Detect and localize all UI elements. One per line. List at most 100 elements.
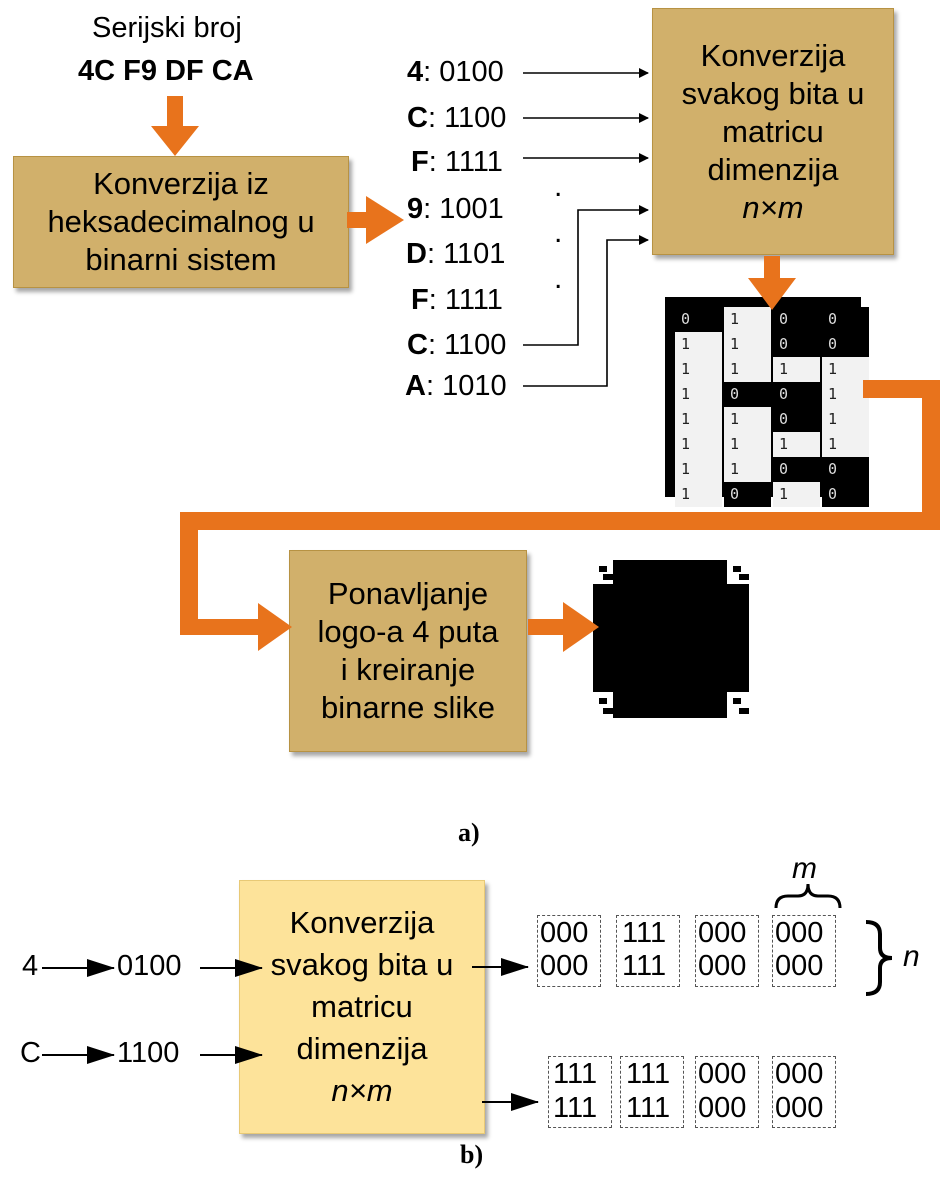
serial-label: Serijski broj bbox=[92, 12, 242, 44]
hex-digit: F bbox=[411, 146, 429, 178]
hex-to-binary-line-3: binarni sistem bbox=[85, 242, 277, 277]
matrix-value: 000 bbox=[775, 1092, 824, 1124]
logo-cell: 0 bbox=[822, 482, 869, 507]
black-connectors bbox=[523, 68, 649, 387]
input-hex-4: 4 bbox=[22, 950, 39, 982]
matrix-value: 000 bbox=[775, 950, 824, 982]
logo-cell: 1 bbox=[724, 332, 771, 357]
logo-cell: 1 bbox=[822, 432, 869, 457]
binary-row: F: 1111 bbox=[411, 146, 503, 178]
matrix-value: 000 bbox=[540, 950, 589, 982]
matrix-cell bbox=[695, 1056, 759, 1128]
brace-n bbox=[865, 920, 893, 996]
repeat-logo-line-2: logo-a 4 puta bbox=[317, 614, 499, 649]
matrix-value: 111 bbox=[553, 1058, 598, 1090]
binary-row: 4: 0100 bbox=[407, 56, 504, 88]
bits: 1010 bbox=[442, 370, 507, 402]
hex-digit: C bbox=[407, 329, 428, 361]
bit-to-matrix-line-4: dimenzija bbox=[707, 151, 839, 187]
logo-cell: 0 bbox=[773, 382, 820, 407]
logo-cell: 0 bbox=[773, 332, 820, 357]
bits: 1101 bbox=[443, 238, 506, 270]
logo-cell: 1 bbox=[675, 457, 722, 482]
bit-to-matrix-line-1: Konverzija bbox=[700, 37, 846, 73]
label-m: m bbox=[792, 852, 817, 885]
logo-cell: 1 bbox=[675, 357, 722, 382]
matrix-value: 111 bbox=[553, 1092, 598, 1124]
matrix-value: 000 bbox=[698, 917, 747, 949]
logo-cell: 1 bbox=[675, 382, 722, 407]
hex-digit: 9 bbox=[407, 193, 424, 225]
logo-cell: 1 bbox=[724, 357, 771, 382]
bits: 1100 bbox=[444, 102, 507, 134]
matrix-cell bbox=[772, 1056, 836, 1128]
hex-digit: 4 bbox=[407, 56, 424, 88]
matrix-value: 000 bbox=[698, 1092, 747, 1124]
logo-cell: 1 bbox=[773, 357, 820, 382]
logo-cell: 0 bbox=[773, 457, 820, 482]
binary-row: A: 1010 bbox=[405, 370, 507, 402]
matrix-value: 111 bbox=[622, 950, 667, 982]
binary-row: F: 1111 bbox=[411, 284, 503, 316]
matrix-cell bbox=[537, 915, 601, 987]
hex-digit: A bbox=[405, 370, 426, 402]
matrix-cell bbox=[695, 915, 759, 987]
hex-digit: D bbox=[406, 238, 427, 270]
logo-cell: 1 bbox=[724, 407, 771, 432]
input-hex-c: C bbox=[20, 1037, 41, 1069]
bit-to-matrix-b-line-5: n×m bbox=[331, 1073, 393, 1108]
bits: 1100 bbox=[444, 329, 507, 361]
matrix-value: 000 bbox=[775, 1058, 824, 1090]
logo-cell: 1 bbox=[675, 482, 722, 507]
serial-value: 4C F9 DF CA bbox=[78, 55, 254, 87]
caption-a: a) bbox=[458, 818, 480, 847]
matrix-value: 000 bbox=[540, 917, 589, 949]
hex-to-binary-line-1: Konverzija iz bbox=[93, 166, 269, 201]
input-bits-4: 0100 bbox=[117, 950, 182, 982]
logo-cell: 0 bbox=[822, 307, 869, 332]
ellipsis-dot: . bbox=[554, 216, 563, 249]
logo-cell: 0 bbox=[724, 482, 771, 507]
matrix-cell bbox=[620, 1056, 684, 1128]
bit-to-matrix-box: Konverzija svakog bita u matricu dimenzi… bbox=[652, 8, 894, 255]
bits: 1111 bbox=[444, 284, 503, 316]
logo-cell: 0 bbox=[724, 382, 771, 407]
logo-cell: 1 bbox=[773, 432, 820, 457]
part-b-arrows bbox=[42, 958, 539, 1111]
matrix-cell bbox=[772, 915, 836, 987]
matrix-cell bbox=[548, 1056, 612, 1128]
ellipsis-dot: . bbox=[554, 262, 563, 295]
bit-to-matrix-b-line-4: dimenzija bbox=[296, 1031, 428, 1066]
bit-to-matrix-b-line-2: svakog bita u bbox=[270, 947, 454, 982]
orange-arrows bbox=[151, 96, 940, 652]
bits: 1001 bbox=[439, 193, 504, 225]
brace-m bbox=[774, 883, 842, 909]
repeat-logo-line-4: binarne slike bbox=[320, 690, 496, 725]
caption-b: b) bbox=[460, 1140, 484, 1169]
matrix-value: 000 bbox=[698, 1058, 747, 1090]
logo-cell: 1 bbox=[822, 407, 869, 432]
bits: 1111 bbox=[444, 146, 503, 178]
hex-to-binary-line-2: heksadecimalnog u bbox=[47, 204, 315, 239]
matrix-value: 000 bbox=[698, 950, 747, 982]
bit-to-matrix-line-2: svakog bita u bbox=[681, 75, 865, 111]
logo-cell: 0 bbox=[773, 307, 820, 332]
logo-cell: 1 bbox=[675, 332, 722, 357]
bit-to-matrix-line-3: matricu bbox=[722, 113, 824, 149]
matrix-value: 111 bbox=[626, 1092, 671, 1124]
repeat-logo-line-1: Ponavljanje bbox=[327, 576, 489, 611]
bit-to-matrix-b-line-3: matricu bbox=[311, 989, 413, 1024]
logo-cell: 1 bbox=[773, 482, 820, 507]
label-n: n bbox=[903, 940, 920, 973]
matrix-value: 111 bbox=[626, 1058, 671, 1090]
bit-to-matrix-box-b: Konverzija svakog bita u matricu dimenzi… bbox=[239, 880, 485, 1134]
logo-cell: 0 bbox=[822, 457, 869, 482]
repeat-logo-line-3: i kreiranje bbox=[340, 652, 476, 687]
logo-cell: 0 bbox=[675, 307, 722, 332]
logo-cell: 1 bbox=[822, 382, 869, 407]
matrix-cell bbox=[616, 915, 680, 987]
logo-cell: 1 bbox=[675, 432, 722, 457]
